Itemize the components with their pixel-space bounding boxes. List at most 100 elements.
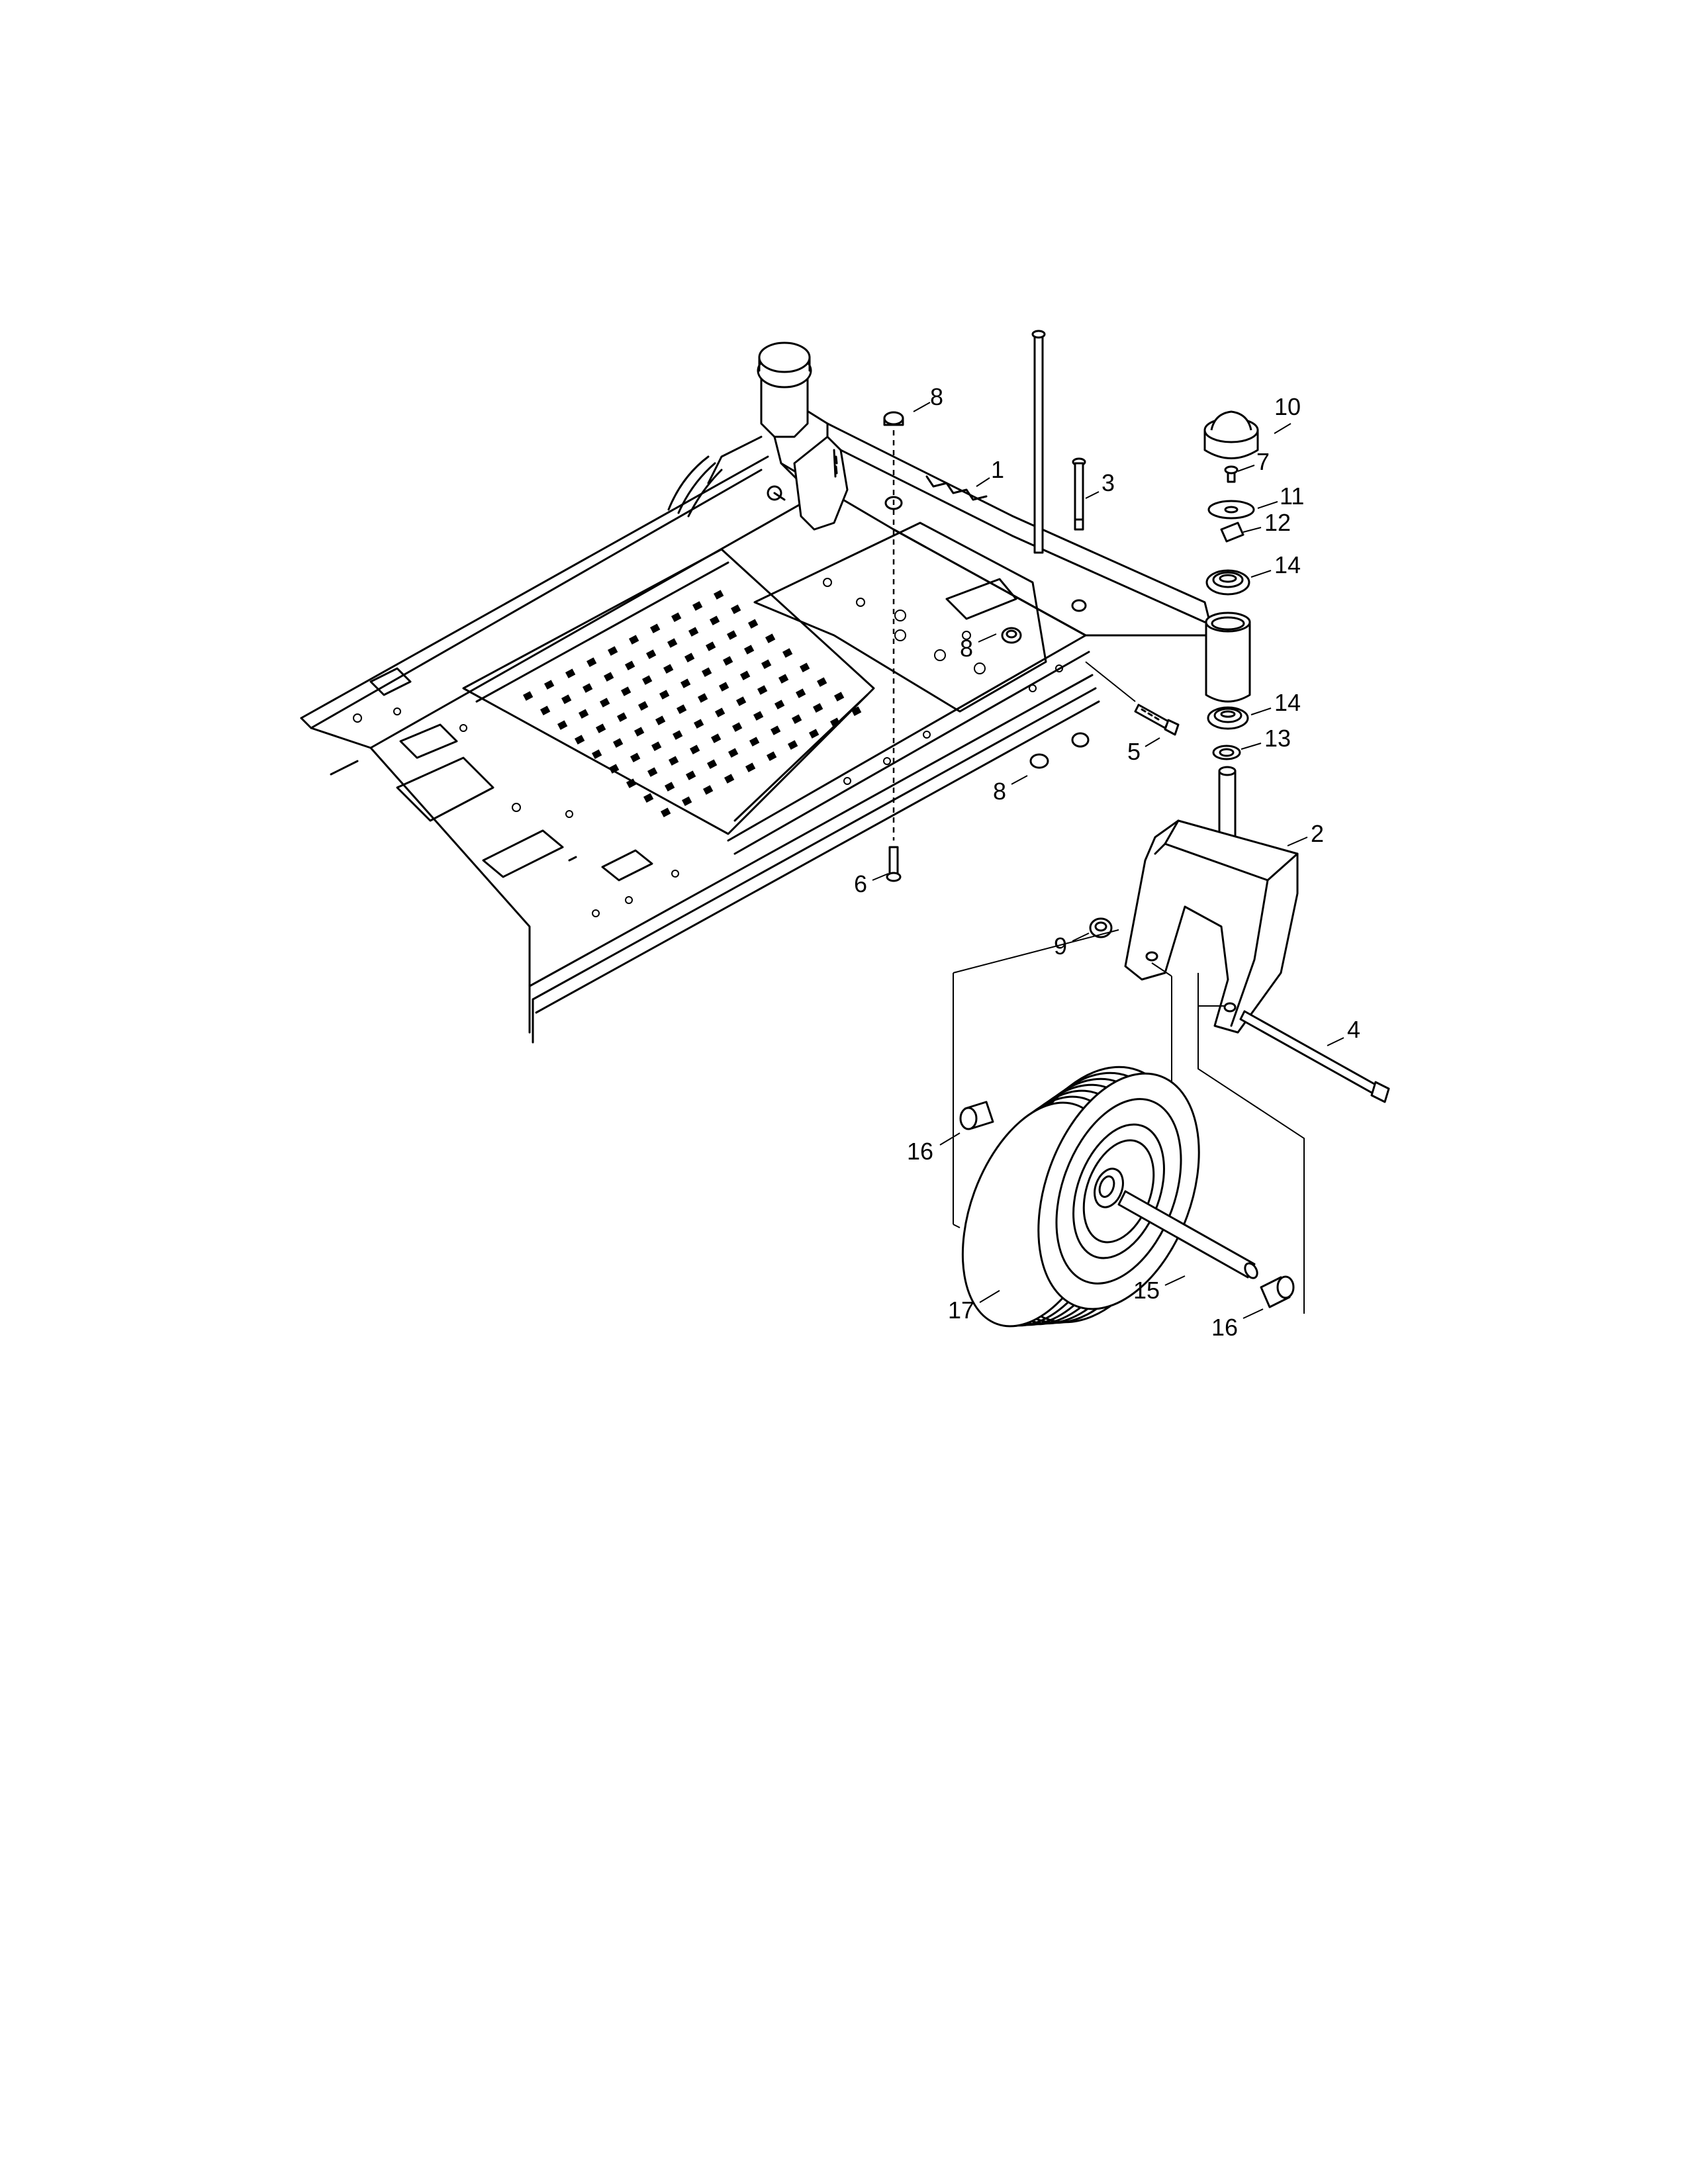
callout-2: 2 [1311,820,1324,847]
callout-10: 10 [1274,393,1301,420]
grate-hole [727,630,737,640]
callout-7: 7 [1256,448,1270,475]
grate-hole [809,729,820,739]
axle-bolt-4 [1239,1010,1390,1103]
grate-hole [603,672,614,682]
callout-8-top: 8 [930,383,943,410]
grate-hole [582,683,593,693]
callout-3: 3 [1102,469,1115,496]
bolt-5-leader-guide [1085,661,1136,702]
spindle-housing [1205,612,1251,703]
grate-hole [732,722,743,732]
screw-7 [1224,465,1239,483]
grate-hole [731,604,741,614]
grate-hole [692,601,703,611]
grate-hole [522,691,534,701]
callout-9: 9 [1054,933,1067,960]
callout-14-top: 14 [1274,551,1301,578]
callout-5: 5 [1127,738,1141,765]
callout-1: 1 [991,456,1004,483]
grate-hole [676,704,687,714]
grate-hole [634,727,645,737]
grate-hole [626,778,637,788]
grate-hole [757,685,768,695]
grate-hole [703,785,714,795]
grate-hole [625,660,635,670]
grate-hole [561,694,572,704]
callout-13: 13 [1264,725,1291,752]
grate-hole [667,638,678,648]
callout-6: 6 [854,870,867,897]
grate-hole [694,719,704,729]
grate-hole [778,674,789,684]
callout-leaders [872,402,1344,1319]
grate-hole [748,619,759,629]
washer-13 [1212,745,1241,760]
grate-hole [711,733,722,743]
grate-hole [599,698,610,707]
grate-hole [651,741,662,751]
grate-hole [830,717,841,727]
washer-11 [1207,500,1255,520]
grate-hole [765,633,776,643]
bearing-14-top [1205,569,1250,596]
callout-14-bottom: 14 [1274,689,1301,716]
caster-fork-2 [1124,766,1299,1034]
grate-hole [800,662,810,672]
grate-hole [680,678,691,688]
deck-grate-holes [522,590,862,817]
grate-hole [753,711,764,721]
grate-hole [612,738,624,748]
grate-hole [672,730,683,740]
grate-hole [749,737,760,747]
bushing-16-right [1260,1275,1295,1308]
grate-hole [609,764,620,774]
callout-15: 15 [1133,1277,1160,1304]
deck-cutouts [330,664,1063,917]
grate-hole [767,751,777,761]
callout-16-right: 16 [1211,1314,1238,1341]
grate-hole [728,748,739,758]
grate-hole [620,686,632,696]
grate-hole [684,653,695,662]
bolt-3b [1074,462,1084,521]
grate-hole [688,627,699,637]
callout-11: 11 [1280,482,1304,510]
grate-hole [771,725,781,735]
grate-hole [671,612,682,622]
grate-hole [630,752,641,762]
grate-hole [813,703,823,713]
grate-hole [596,723,606,733]
grate-hole [617,712,628,722]
grate-hole [796,688,806,698]
grate-hole [574,735,585,745]
seal-12 [1220,522,1244,543]
grate-hole [719,682,729,692]
bolt-5 [1134,704,1180,736]
grate-hole [686,770,696,780]
grate-hole [702,667,712,677]
grate-hole [643,793,654,803]
grate-hole [642,675,653,685]
dust-cap-10 [1203,410,1259,459]
grate-hole [782,648,793,658]
callout-12: 12 [1264,509,1291,536]
grate-hole [761,659,772,669]
grate-hole [690,745,700,754]
grate-hole [851,706,862,716]
grate-hole [592,749,602,759]
grate-hole [579,709,589,719]
nut-8-mid [1001,627,1022,644]
grate-hole [647,767,658,777]
grate-hole [736,696,747,706]
grate-hole [834,692,845,702]
spacer-15 [1117,1190,1258,1279]
grate-hole [745,762,756,772]
grate-hole [817,677,827,687]
bushing-16-left [959,1101,994,1130]
bolt-6 [886,846,902,882]
nuts-8-lower [1029,732,1090,769]
grate-hole [707,759,718,769]
